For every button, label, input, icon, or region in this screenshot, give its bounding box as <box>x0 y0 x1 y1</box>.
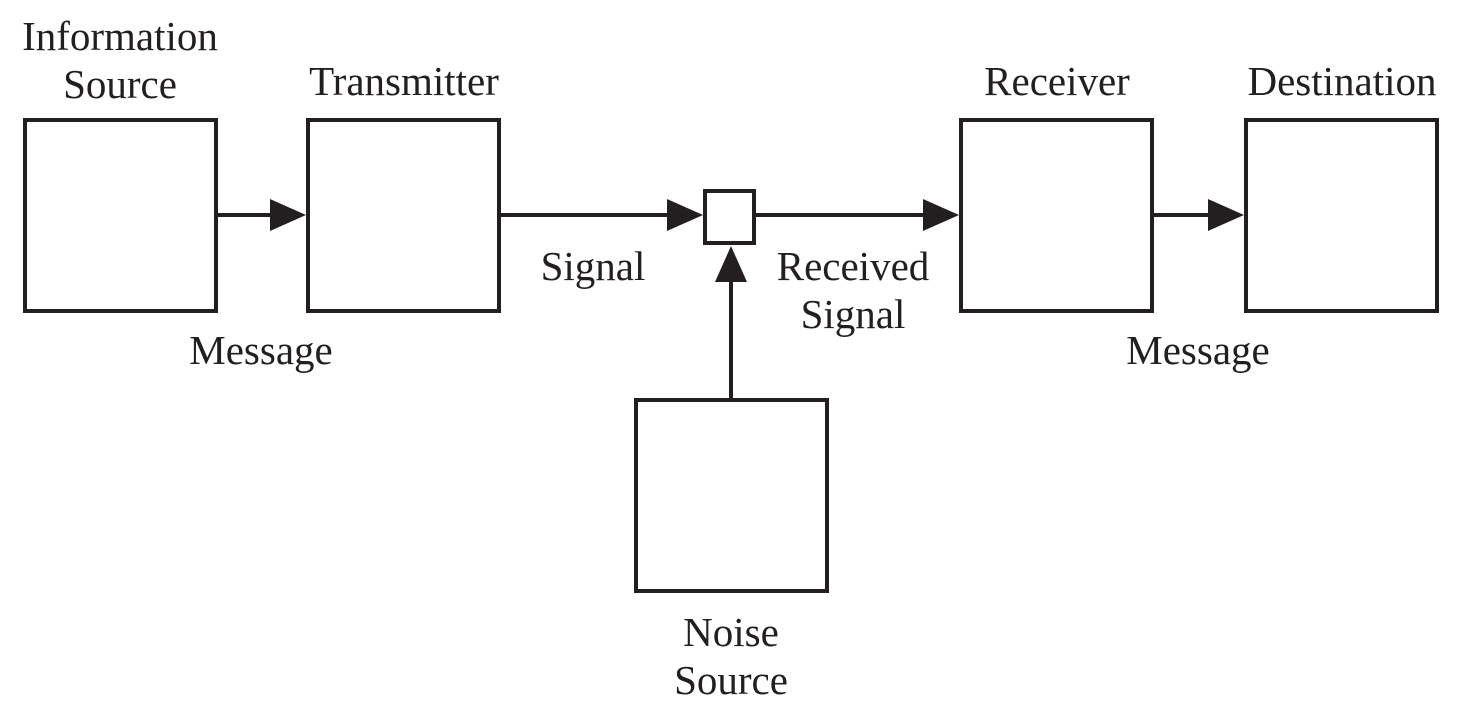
arrow-receiver-to-destination <box>1154 199 1244 231</box>
destination-label: Destination <box>1247 58 1436 104</box>
received-signal-label-line2: Signal <box>801 291 906 337</box>
arrow-source-to-transmitter <box>218 199 306 231</box>
transmitter-label: Transmitter <box>309 58 499 104</box>
destination-box <box>1244 118 1439 313</box>
receiver-label: Receiver <box>984 58 1130 104</box>
information-source-label-line2: Source <box>63 61 177 107</box>
receiver-box <box>959 118 1154 313</box>
arrow-transmitter-to-channel <box>501 199 703 231</box>
message-label-left: Message <box>189 327 332 373</box>
signal-label: Signal <box>541 243 646 289</box>
arrow-noise-to-channel <box>715 246 747 398</box>
noise-source-label-line1: Noise <box>683 609 779 655</box>
received-signal-label-line1: Received <box>777 243 930 289</box>
noise-source-box <box>634 398 829 593</box>
transmitter-box <box>306 118 501 313</box>
noise-source-label-line2: Source <box>674 657 788 703</box>
arrow-channel-to-receiver <box>756 199 959 231</box>
information-source-box <box>23 118 218 313</box>
message-label-right: Message <box>1126 327 1269 373</box>
information-source-label-line1: Information <box>22 13 218 59</box>
channel-box <box>703 189 756 245</box>
